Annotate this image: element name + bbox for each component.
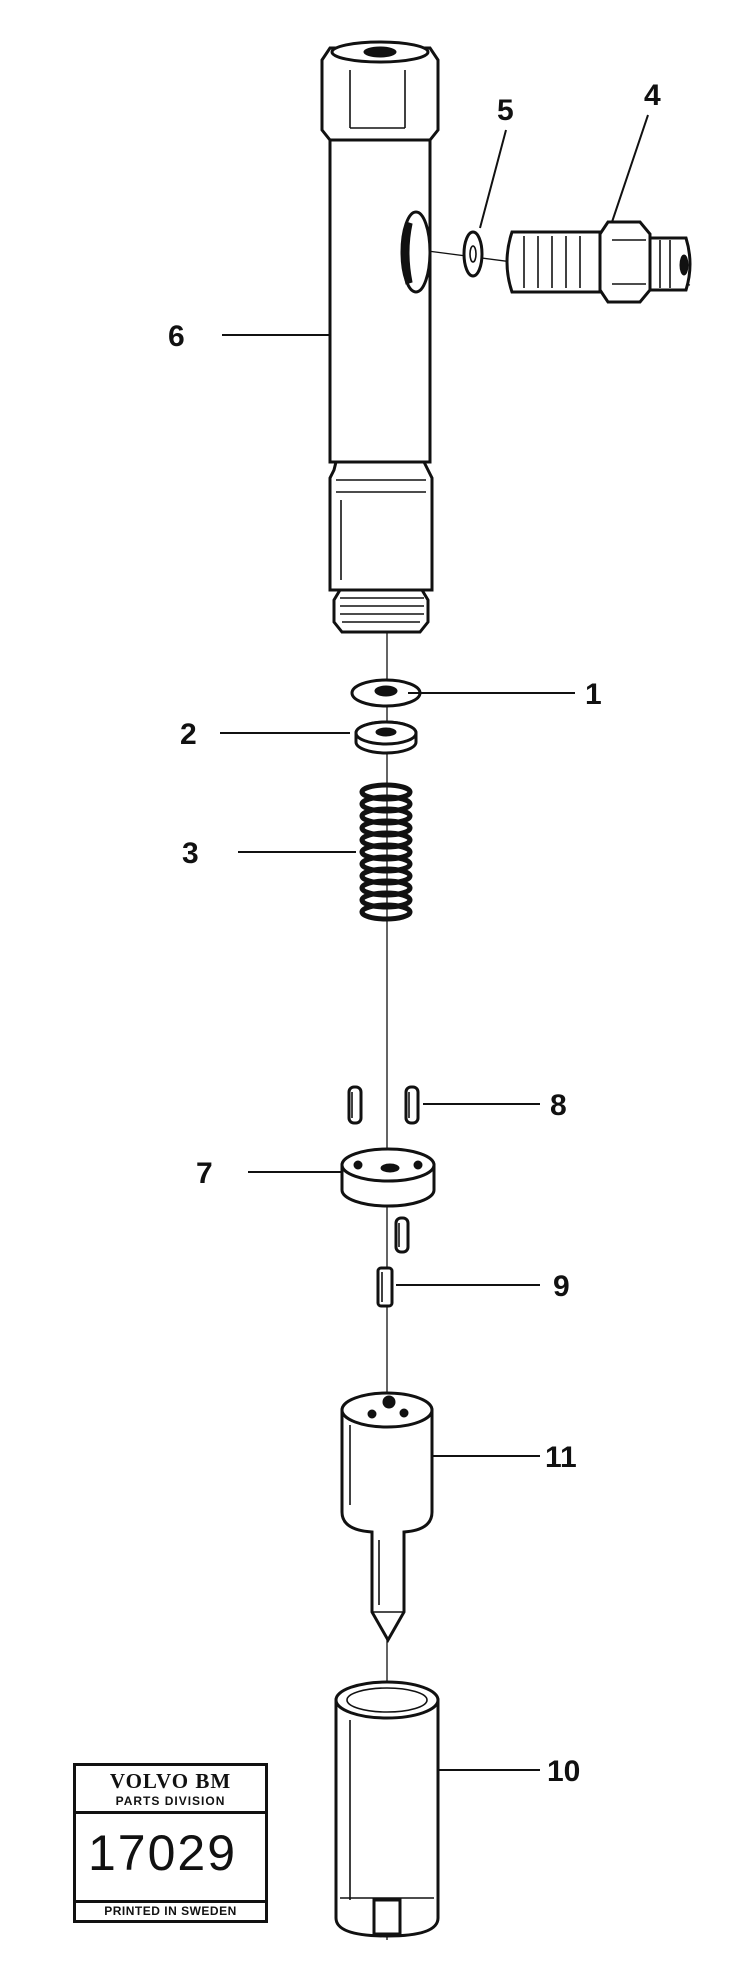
part-4-inlet-connector — [505, 220, 692, 304]
callout-6: 6 — [168, 320, 185, 353]
part-9-needle — [376, 1266, 394, 1308]
callout-2: 2 — [180, 718, 197, 751]
part-7-intermediate-disc — [340, 1147, 436, 1208]
callout-10: 10 — [547, 1755, 580, 1788]
part-6-nozzle-holder — [320, 40, 440, 634]
callout-5: 5 — [497, 94, 514, 127]
callout-4: 4 — [644, 79, 661, 112]
part-8-pins — [347, 1085, 420, 1125]
callout-11: 11 — [545, 1441, 577, 1474]
part-3-spring — [359, 782, 413, 922]
part-8-lower-pin — [394, 1216, 410, 1254]
spring-coil — [359, 902, 413, 922]
leader-lines — [220, 114, 649, 1771]
callout-1: 1 — [585, 678, 602, 711]
callout-7: 7 — [196, 1157, 213, 1190]
stamp-brand: VOLVO BM — [109, 1769, 232, 1793]
part-2-spring-seat — [354, 720, 418, 755]
part-5-washer — [462, 230, 484, 278]
callout-8: 8 — [550, 1089, 567, 1122]
parts-stamp: VOLVO BM PARTS DIVISION 17029 PRINTED IN… — [73, 1763, 268, 1923]
callout-9: 9 — [553, 1270, 570, 1303]
stamp-drawing-number: 17029 — [76, 1814, 265, 1903]
stamp-division: PARTS DIVISION — [76, 1794, 265, 1814]
part-11-nozzle — [340, 1391, 434, 1644]
stamp-printed: PRINTED IN SWEDEN — [104, 1904, 237, 1918]
callout-3: 3 — [182, 837, 199, 870]
part-10-nozzle-nut — [334, 1680, 440, 1938]
